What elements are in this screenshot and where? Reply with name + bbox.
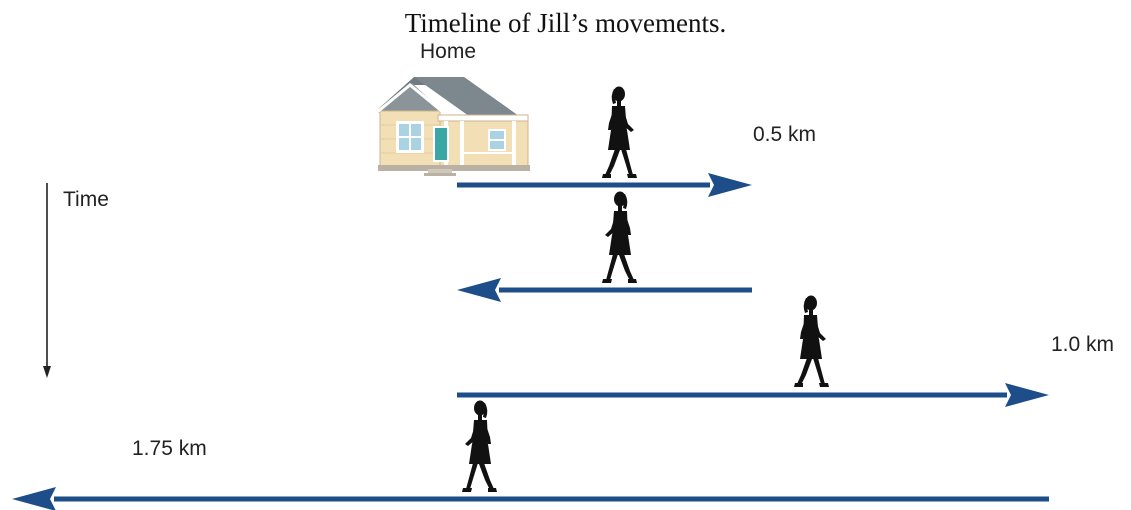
leg-arrow-3-head <box>1005 383 1049 407</box>
leg-arrow-2-head <box>457 278 501 302</box>
time-label: Time <box>63 188 109 211</box>
diagram-title: Timeline of Jill’s movements. <box>404 8 727 38</box>
leg-arrow-4 <box>12 487 1049 510</box>
leg-arrow-1-head <box>708 173 752 197</box>
leg-arrow-2 <box>457 278 752 302</box>
walking-person-icon <box>602 86 637 178</box>
distance-label-leg-4: 1.75 km <box>132 437 207 460</box>
leg-arrow-3 <box>457 383 1049 407</box>
house-icon <box>375 77 530 176</box>
walking-person-icon <box>794 295 829 387</box>
walking-person-icon <box>602 191 637 283</box>
home-label: Home <box>420 40 477 63</box>
leg-arrow-1 <box>457 173 752 197</box>
distance-label-leg-1: 0.5 km <box>753 123 817 146</box>
distance-label-leg-3: 1.0 km <box>1051 333 1115 356</box>
time-arrow-icon <box>43 183 51 378</box>
leg-arrow-4-head <box>12 487 56 510</box>
walking-person-icon <box>462 400 497 492</box>
